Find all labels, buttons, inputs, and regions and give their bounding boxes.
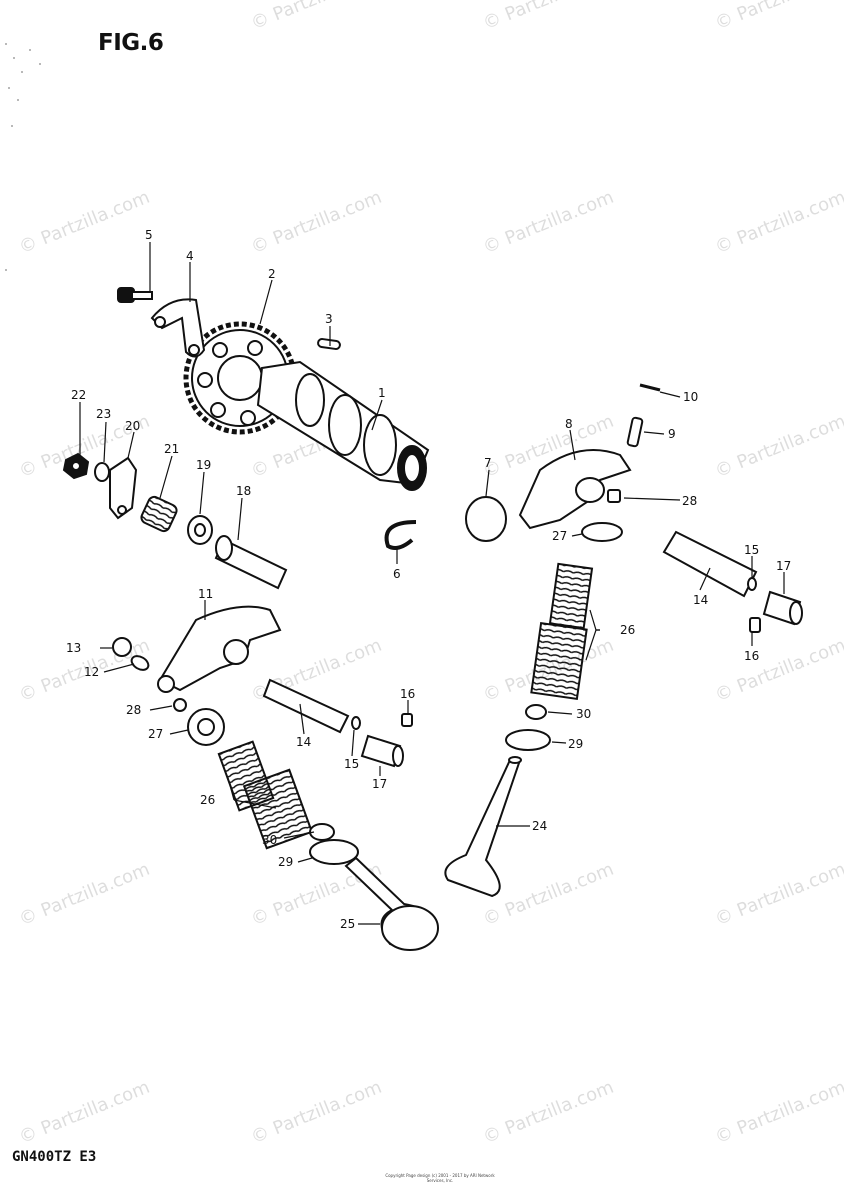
figure-title: FIG.6 — [98, 30, 164, 56]
callout-25: 25 — [340, 917, 355, 931]
callout-16-left: 16 — [400, 687, 415, 701]
callout-11: 11 — [198, 587, 213, 601]
callout-29-left: 29 — [278, 855, 293, 869]
callout-14-left: 14 — [296, 735, 311, 749]
callout-27-left: 27 — [148, 727, 163, 741]
callout-23: 23 — [96, 407, 111, 421]
valves — [344, 756, 522, 951]
retaining-clip — [384, 520, 417, 550]
model-code: GN400TZ E3 — [12, 1149, 97, 1165]
callout-14-right: 14 — [693, 593, 708, 607]
callout-3: 3 — [325, 312, 333, 326]
valve-springs — [217, 562, 594, 865]
cam-bracket — [117, 287, 206, 358]
callout-2: 2 — [268, 267, 276, 281]
scan-noise — [5, 43, 41, 271]
callout-20: 20 — [125, 419, 140, 433]
callout-30-left: 30 — [262, 833, 277, 847]
callout-12: 12 — [84, 665, 99, 679]
callout-21: 21 — [164, 442, 179, 456]
callout-5: 5 — [145, 228, 153, 242]
callout-27-right: 27 — [552, 529, 567, 543]
callout-6: 6 — [393, 567, 401, 581]
callout-16-right: 16 — [744, 649, 759, 663]
cam-sprocket — [183, 321, 297, 435]
rocker-arm-right — [465, 383, 803, 633]
callout-17-left: 17 — [372, 777, 387, 791]
callout-30-right: 30 — [576, 707, 591, 721]
callout-9: 9 — [668, 427, 676, 441]
callout-24: 24 — [532, 819, 547, 833]
camshaft — [256, 338, 430, 491]
callout-17-right: 17 — [776, 559, 791, 573]
callout-15-right: 15 — [744, 543, 759, 557]
callout-18: 18 — [236, 484, 251, 498]
callout-22: 22 — [71, 388, 86, 402]
callout-8: 8 — [565, 417, 573, 431]
callout-28-left: 28 — [126, 703, 141, 717]
callout-1: 1 — [378, 386, 386, 400]
callout-10: 10 — [683, 390, 698, 404]
callout-28-right: 28 — [682, 494, 697, 508]
callout-19: 19 — [196, 458, 211, 472]
decomp-assembly — [62, 452, 288, 590]
callouts: 5 4 2 3 1 6 22 23 20 21 19 18 8 7 10 9 2… — [66, 228, 791, 931]
callout-26-left: 26 — [200, 793, 215, 807]
callout-4: 4 — [186, 249, 194, 263]
callout-7: 7 — [484, 456, 492, 470]
copyright-note: Copyright Page design (c) 2001 - 2017 by… — [385, 1173, 495, 1183]
callout-26-right: 26 — [620, 623, 635, 637]
callout-15-left: 15 — [344, 757, 359, 771]
rocker-arm-left — [112, 605, 413, 768]
callout-29-right: 29 — [568, 737, 583, 751]
leader-lines — [79, 242, 785, 925]
callout-13: 13 — [66, 641, 81, 655]
